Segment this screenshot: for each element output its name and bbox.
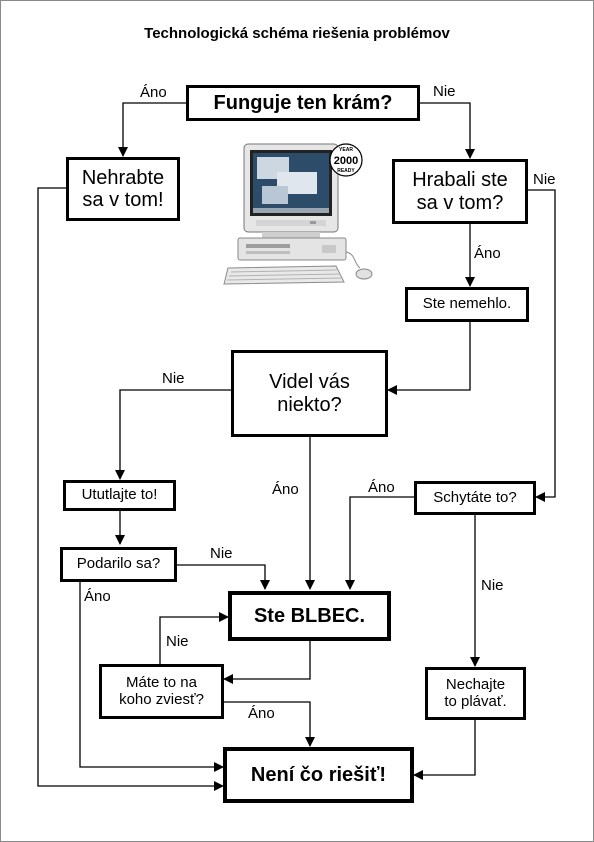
node-neni-text: Není čo riešiť! bbox=[250, 763, 387, 786]
node-nehrabte-line2: sa v tom! bbox=[82, 189, 164, 211]
node-podarilo: Podarilo sa? bbox=[60, 547, 177, 582]
computer-icon: YEAR 2000 READY bbox=[223, 143, 373, 285]
edge-funguje-nie bbox=[420, 102, 475, 159]
node-nemehlo-text: Ste nemehlo. bbox=[422, 295, 512, 313]
node-videl-line2: niekto? bbox=[277, 393, 342, 416]
node-neni: Není čo riešiť! bbox=[223, 747, 414, 803]
node-nehrabte-line1: Nehrabte bbox=[81, 166, 165, 189]
edge-podarilo-ano bbox=[79, 582, 224, 772]
node-mate-line2: koho zviesť? bbox=[119, 690, 204, 708]
label-podarilo-nie: Nie bbox=[210, 545, 233, 562]
label-schytate-ano: Áno bbox=[368, 479, 395, 496]
edge-podarilo-nie bbox=[177, 564, 270, 590]
year-2000-badge: YEAR 2000 READY bbox=[329, 143, 363, 177]
svg-text:YEAR: YEAR bbox=[339, 147, 353, 153]
label-hrabali-ano: Áno bbox=[474, 245, 501, 262]
node-videl: Videl vás niekto? bbox=[231, 350, 388, 437]
node-podarilo-text: Podarilo sa? bbox=[76, 555, 161, 573]
edge-schytate-ano bbox=[345, 496, 414, 590]
label-funguje-ano: Áno bbox=[140, 84, 167, 101]
node-ututlajte-text: Ututlajte to! bbox=[81, 486, 158, 504]
node-nemehlo: Ste nemehlo. bbox=[405, 287, 529, 322]
svg-text:2000: 2000 bbox=[334, 155, 358, 167]
label-mate-nie: Nie bbox=[166, 633, 189, 650]
edge-nemehlo-videl bbox=[387, 322, 471, 395]
label-podarilo-ano: Áno bbox=[84, 588, 111, 605]
edge-funguje-ano bbox=[118, 102, 186, 157]
node-hrabali: Hrabali ste sa v tom? bbox=[392, 159, 528, 224]
node-nechajte: Nechajte to plávať. bbox=[425, 667, 526, 720]
label-videl-ano: Áno bbox=[272, 481, 299, 498]
label-videl-nie: Nie bbox=[162, 370, 185, 387]
node-ututlajte: Ututlajte to! bbox=[63, 480, 176, 511]
label-funguje-nie: Nie bbox=[433, 83, 456, 100]
label-hrabali-nie: Nie bbox=[533, 171, 556, 188]
node-videl-line1: Videl vás bbox=[269, 371, 350, 394]
node-funguje: Funguje ten krám? bbox=[186, 85, 420, 121]
node-schytate: Schytáte to? bbox=[414, 481, 536, 515]
svg-text:READY: READY bbox=[337, 168, 355, 174]
label-schytate-nie: Nie bbox=[481, 577, 504, 594]
node-blbec: Ste BLBEC. bbox=[228, 591, 391, 641]
node-mate: Máte to na koho zviesť? bbox=[99, 664, 224, 719]
edge-hrabali-nie bbox=[528, 189, 556, 502]
label-mate-ano: Áno bbox=[248, 705, 275, 722]
node-schytate-text: Schytáte to? bbox=[433, 488, 517, 506]
node-nehrabte: Nehrabte sa v tom! bbox=[66, 157, 180, 221]
edge-mate-ano bbox=[224, 701, 315, 747]
edge-nehrabte-neni bbox=[37, 187, 224, 791]
node-nechajte-line1: Nechajte bbox=[445, 675, 506, 693]
edge-nechajte-neni bbox=[413, 720, 476, 780]
edge-videl-nie bbox=[115, 389, 231, 480]
node-nechajte-line2: to plávať. bbox=[444, 692, 507, 710]
node-hrabali-line2: sa v tom? bbox=[416, 191, 504, 214]
edge-mate-nie bbox=[159, 612, 229, 664]
node-funguje-text: Funguje ten krám? bbox=[213, 91, 393, 114]
page-title: Technologická schéma riešenia problémov bbox=[144, 25, 450, 42]
node-mate-line1: Máte to na bbox=[126, 673, 197, 691]
edge-blbec-mate bbox=[223, 641, 311, 684]
node-blbec-text: Ste BLBEC. bbox=[253, 604, 366, 627]
node-hrabali-line1: Hrabali ste bbox=[412, 169, 508, 192]
